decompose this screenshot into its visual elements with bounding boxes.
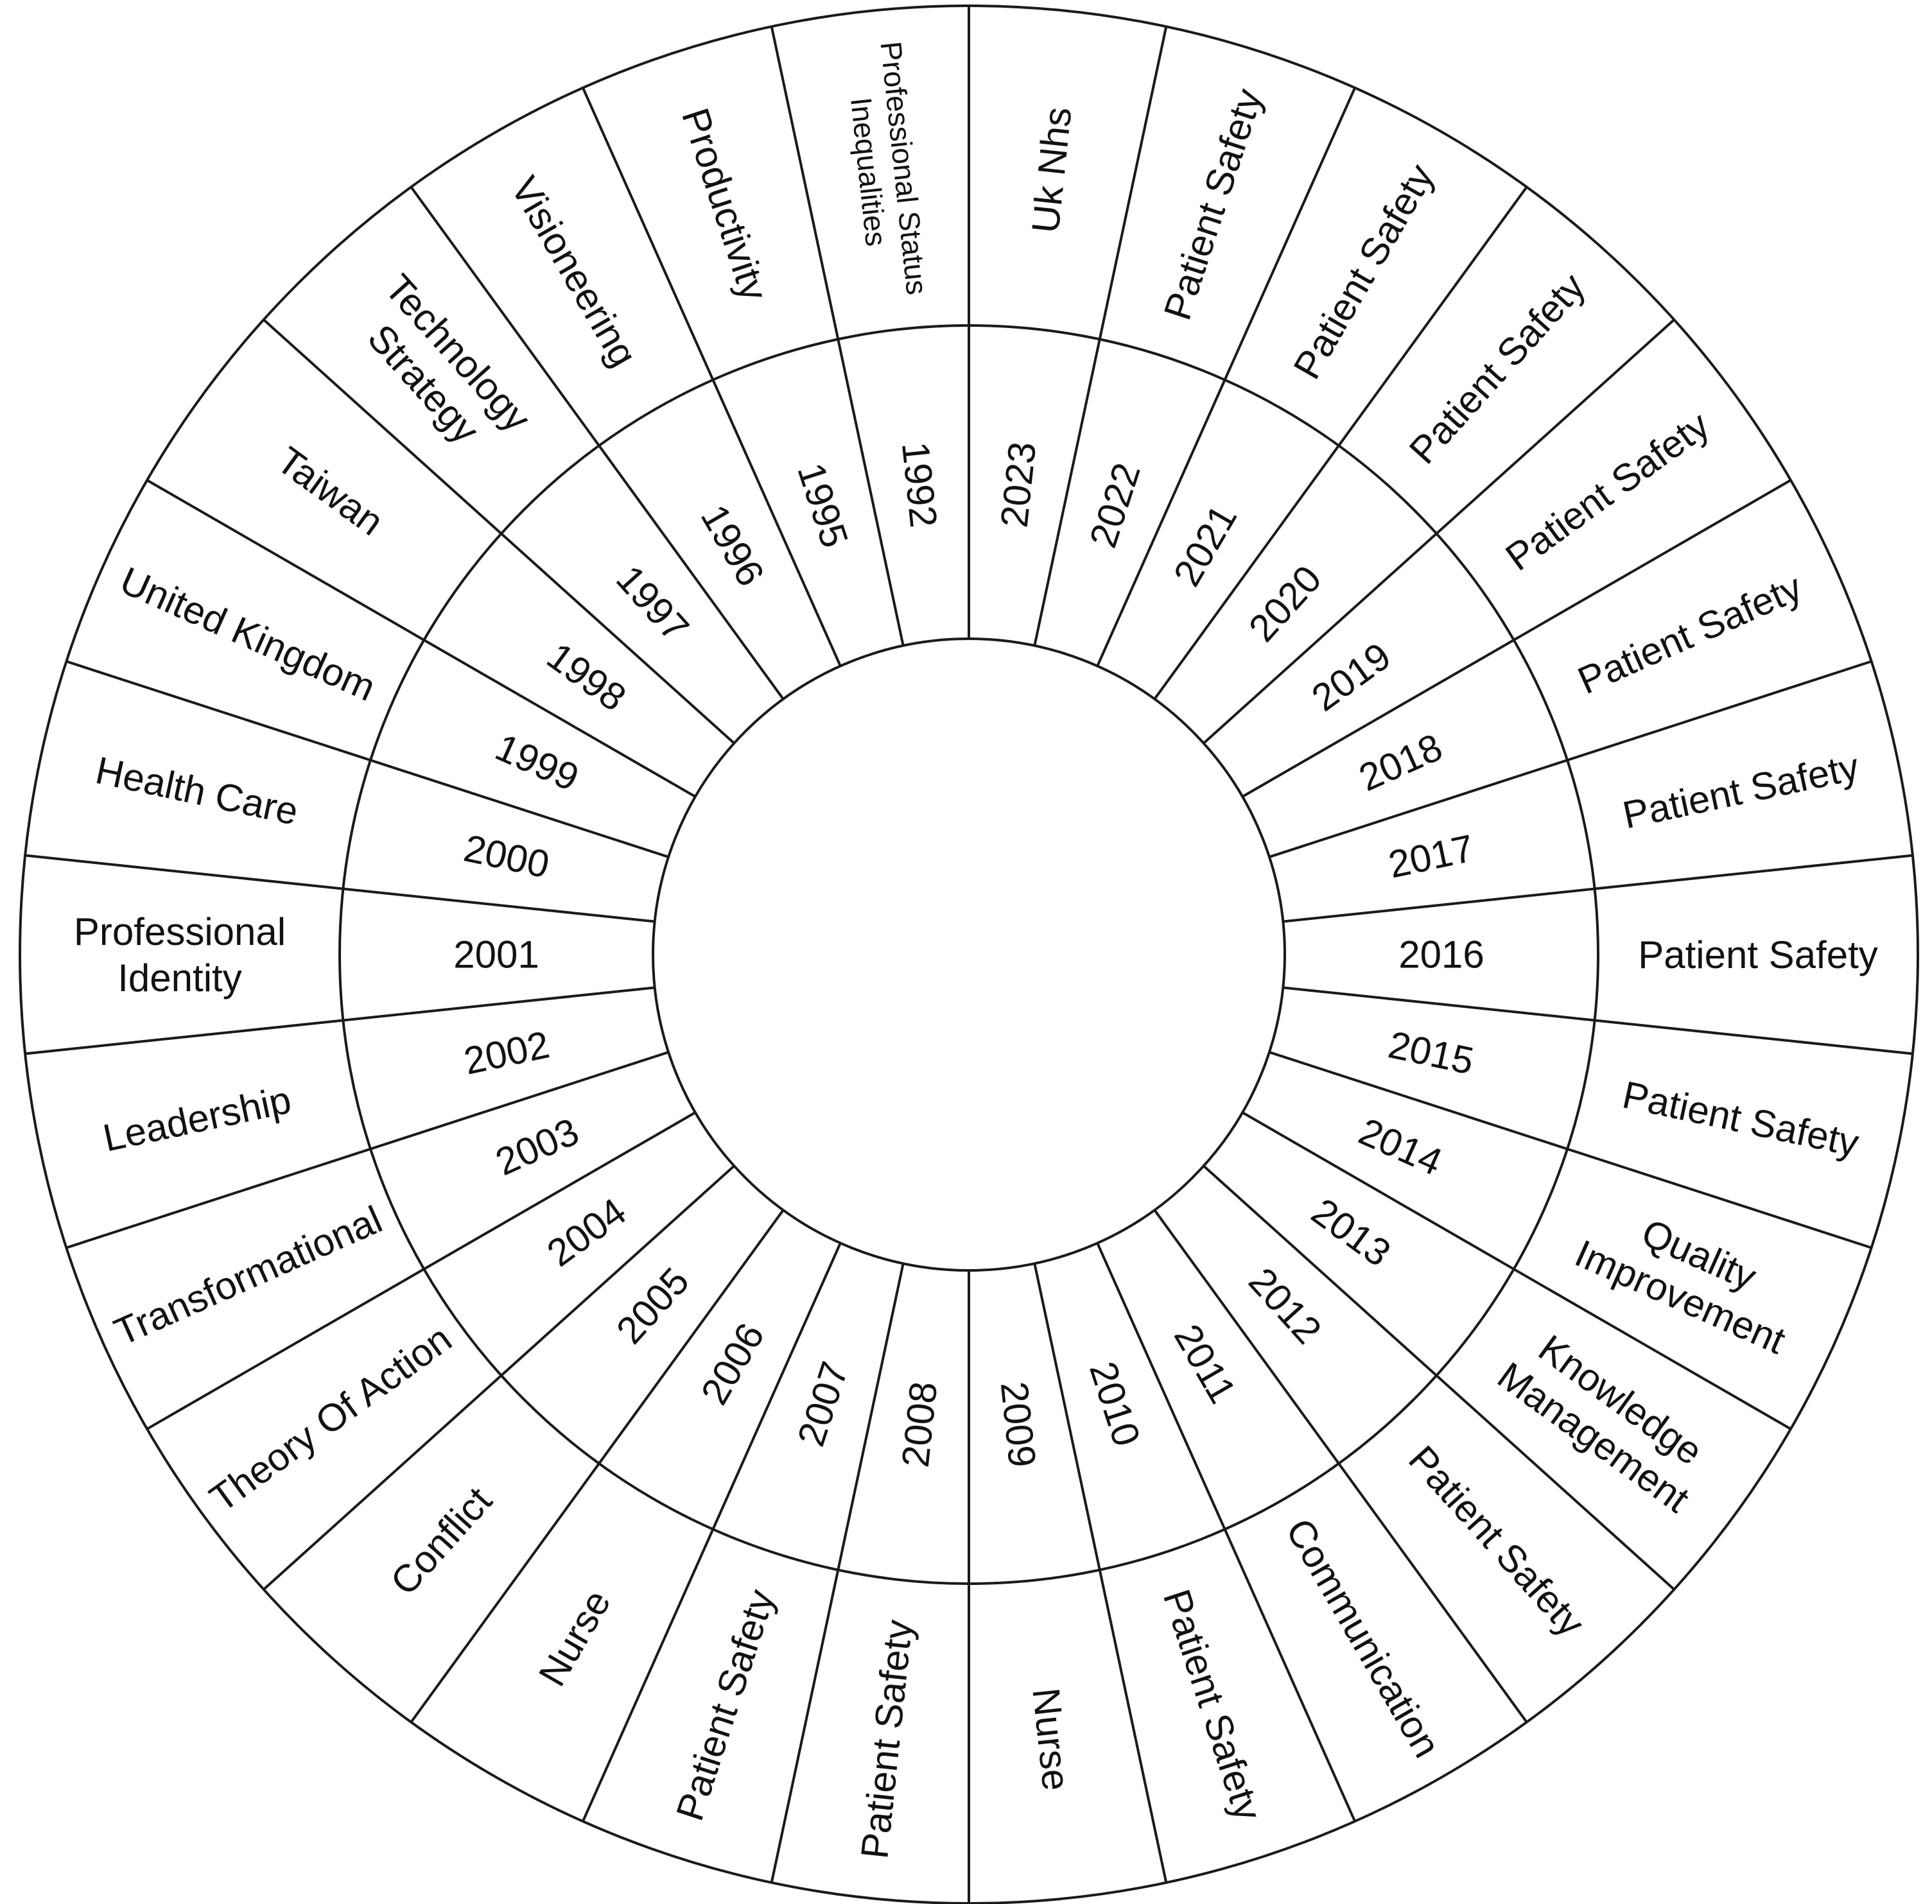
- ring-outlines: [19, 4, 1919, 1904]
- segment-divider: [410, 1209, 785, 1723]
- segment-divider: [1033, 1263, 1168, 1883]
- segment-divider: [1096, 1242, 1356, 1822]
- segment-divider: [582, 87, 842, 667]
- segment-divider: [1283, 854, 1913, 923]
- segment-divider: [146, 1111, 696, 1430]
- year-label: 2008: [894, 1380, 946, 1469]
- segment-divider: [1242, 1111, 1791, 1430]
- segment-divider: [1203, 318, 1675, 745]
- segment-divider: [263, 318, 735, 745]
- year-label: 1992: [894, 440, 946, 530]
- year-label: 2023: [993, 440, 1045, 530]
- segment-divider: [24, 854, 655, 923]
- year-label: 2001: [453, 933, 539, 976]
- segment-divider: [1153, 186, 1528, 700]
- segment-divider: [65, 660, 669, 858]
- segment-divider: [1269, 1051, 1872, 1249]
- topic-label-line: Identity: [117, 956, 241, 1000]
- topic-label: Patient Safety: [1638, 933, 1878, 976]
- segment-divider: [1269, 660, 1872, 858]
- segment-divider: [146, 479, 696, 798]
- topic-label: Nurse: [1025, 1686, 1078, 1792]
- segment-divider: [263, 1164, 735, 1591]
- middle-ring: [338, 324, 1599, 1585]
- segment-divider: [1096, 87, 1356, 667]
- topic-label-line: Nurse: [1025, 1686, 1078, 1792]
- segment-divider: [770, 1263, 905, 1883]
- segment-divider: [24, 986, 655, 1055]
- year-label: 2009: [993, 1380, 1045, 1469]
- segment-divider: [1033, 26, 1168, 646]
- segment-divider: [1283, 986, 1913, 1055]
- year-label: 2016: [1398, 933, 1484, 976]
- segment-divider: [1203, 1164, 1675, 1591]
- segment-divider: [65, 1051, 669, 1249]
- segment-divider: [1153, 1209, 1528, 1723]
- segment-divider: [410, 186, 785, 700]
- segment-dividers: [24, 6, 1913, 1903]
- inner-ring: [652, 637, 1286, 1272]
- topic-label-line: Patient Safety: [1638, 933, 1878, 976]
- segment-divider: [770, 26, 905, 646]
- outer-ring: [19, 4, 1919, 1904]
- segment-divider: [1242, 479, 1791, 798]
- segment-divider: [582, 1242, 842, 1822]
- topic-label-line: Professional: [74, 910, 286, 953]
